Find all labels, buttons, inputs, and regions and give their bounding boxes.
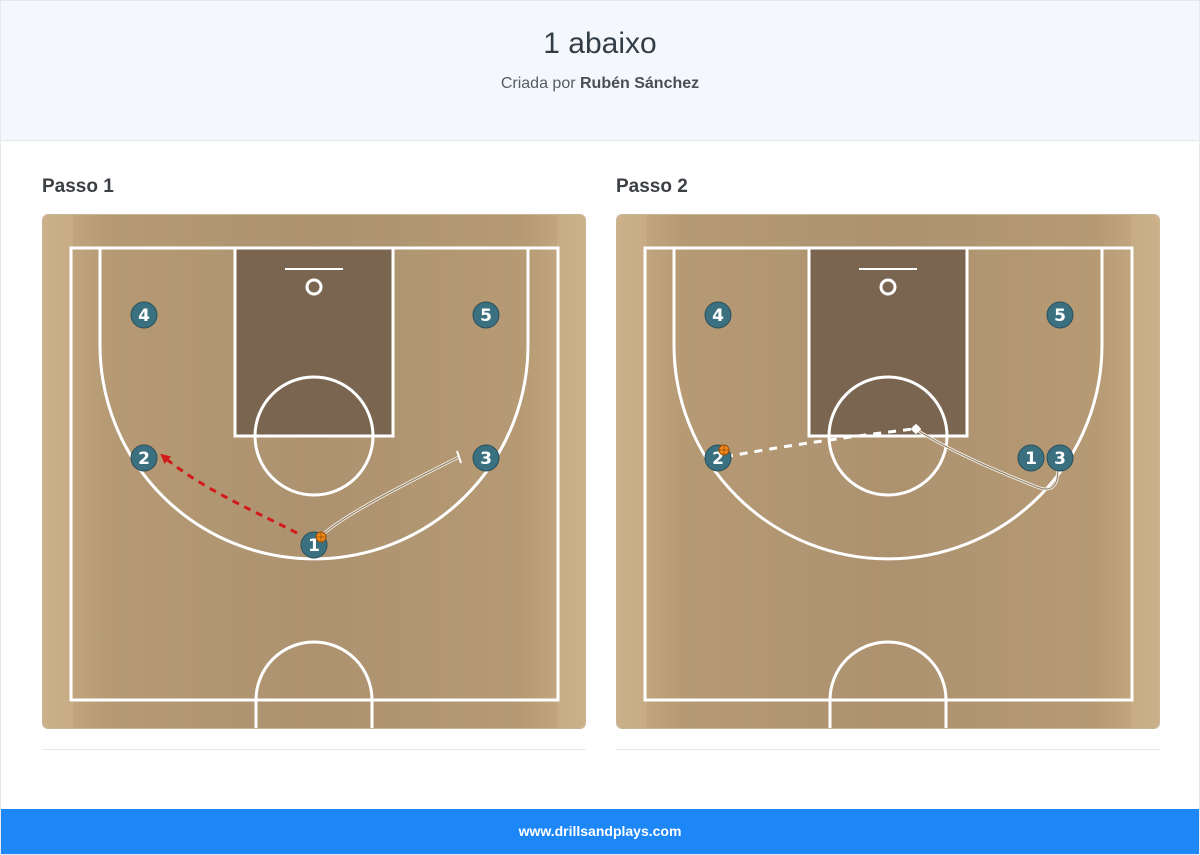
footer-site-link[interactable]: www.drillsandplays.com xyxy=(518,823,682,839)
ball-icon xyxy=(315,531,327,543)
ball-icon xyxy=(718,444,730,456)
step-2-court: 4 5 2 1 3 xyxy=(616,214,1160,729)
created-by-label: Criada por xyxy=(500,75,576,92)
court-lines xyxy=(643,246,1134,728)
step-2-separator xyxy=(616,749,1160,750)
step-1-separator xyxy=(42,749,586,750)
pass-arrow xyxy=(160,453,298,535)
paint xyxy=(809,248,967,436)
step-1-court: 4 5 2 3 1 xyxy=(42,214,586,729)
svg-text:2: 2 xyxy=(138,449,150,469)
byline: Criada por Rubén Sánchez xyxy=(1,75,1199,93)
svg-text:4: 4 xyxy=(712,306,724,326)
step-1-diagram: 4 5 2 3 1 xyxy=(43,215,585,728)
player-3: 3 xyxy=(472,444,500,472)
author-name: Rubén Sánchez xyxy=(580,75,700,92)
svg-text:1: 1 xyxy=(308,536,320,556)
footer: www.drillsandplays.com xyxy=(1,809,1199,854)
hoop xyxy=(879,278,897,296)
court-lines xyxy=(69,246,560,728)
paint xyxy=(235,248,393,436)
svg-text:3: 3 xyxy=(480,449,492,469)
page-title: 1 abaixo xyxy=(543,27,657,60)
player-3: 3 xyxy=(1046,444,1074,472)
player-4: 4 xyxy=(130,301,158,329)
player-5: 5 xyxy=(472,301,500,329)
post-marker-icon xyxy=(911,424,921,434)
svg-text:3: 3 xyxy=(1054,449,1066,469)
step-2-title: Passo 2 xyxy=(616,176,688,197)
step-1-title: Passo 1 xyxy=(42,176,114,197)
svg-text:4: 4 xyxy=(138,306,150,326)
hoop xyxy=(305,278,323,296)
pass-line xyxy=(724,427,914,459)
step-2-diagram: 4 5 2 1 3 xyxy=(617,215,1159,728)
svg-text:2: 2 xyxy=(712,449,724,469)
player-1: 1 xyxy=(1017,444,1045,472)
svg-text:1: 1 xyxy=(1025,449,1037,469)
svg-text:5: 5 xyxy=(480,306,492,326)
player-2: 2 xyxy=(130,444,158,472)
player-5: 5 xyxy=(1046,301,1074,329)
svg-text:5: 5 xyxy=(1054,306,1066,326)
header: 1 abaixo Criada por Rubén Sánchez xyxy=(1,1,1199,141)
player-4: 4 xyxy=(704,301,732,329)
